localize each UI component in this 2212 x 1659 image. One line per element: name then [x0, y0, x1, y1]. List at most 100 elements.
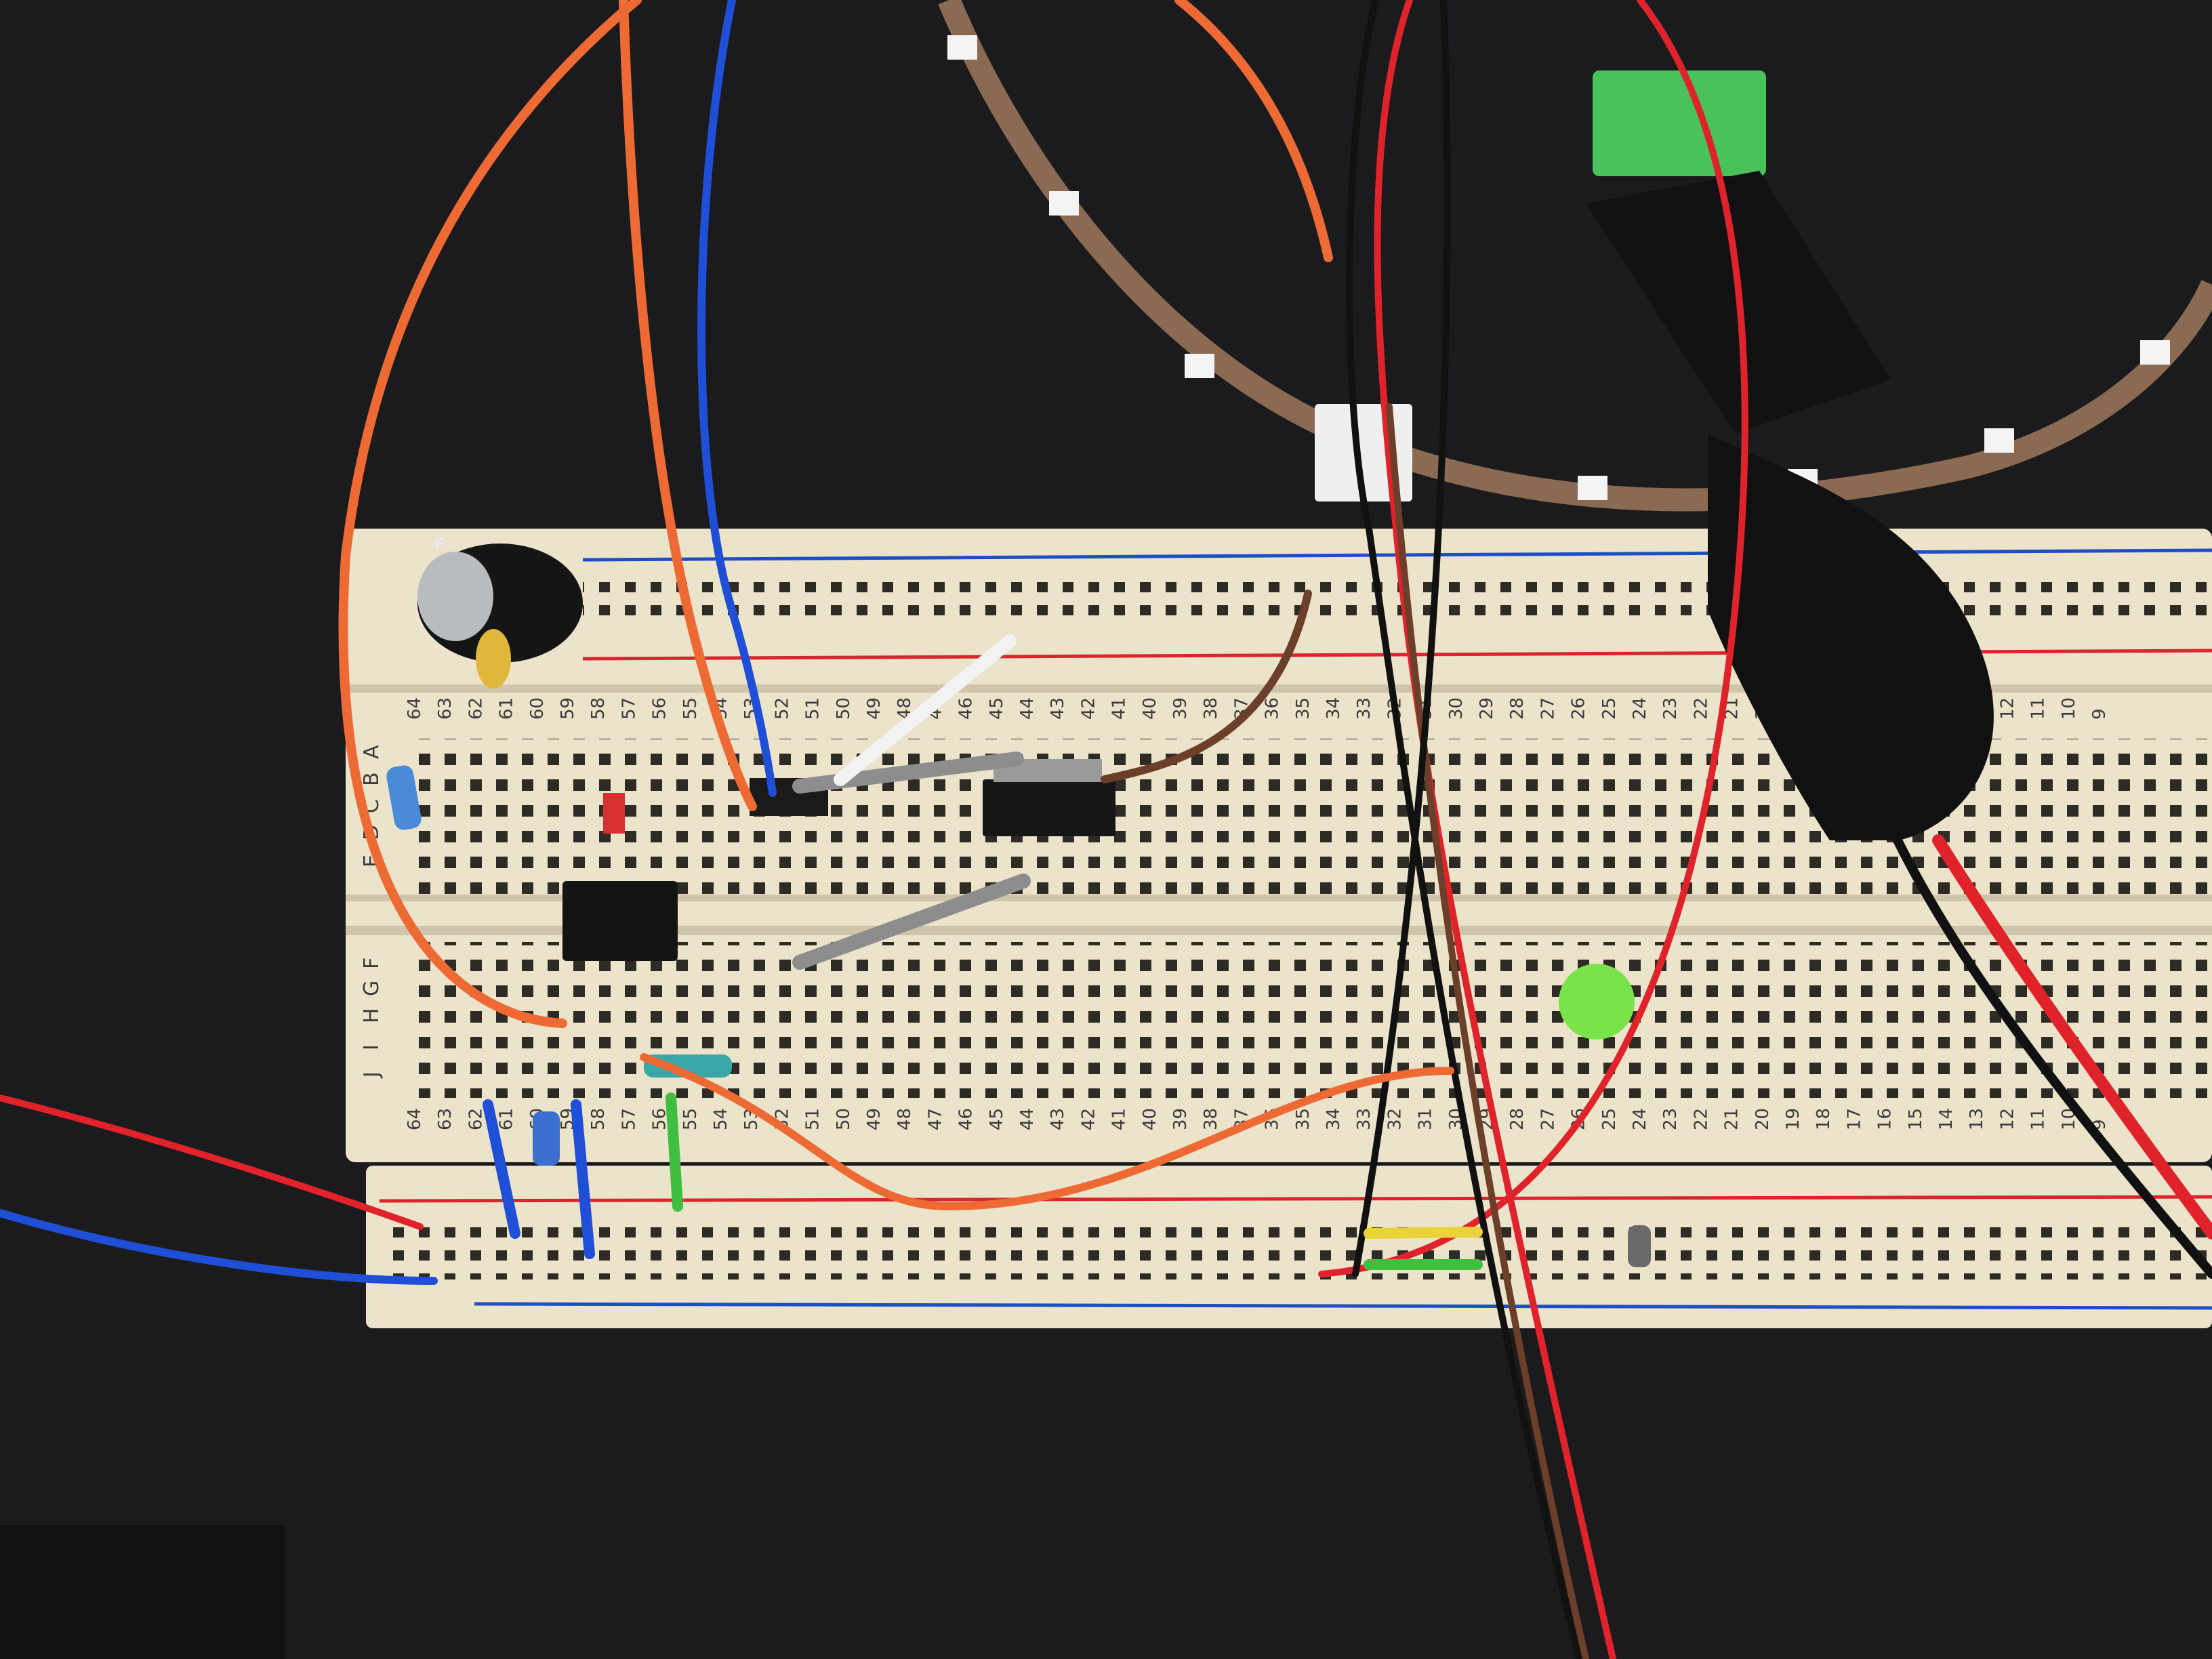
column-number-top: 38: [1201, 697, 1221, 720]
column-number-bottom: 64: [405, 1108, 425, 1130]
column-number-bottom: 42: [1078, 1108, 1099, 1130]
column-numbers-bottom: 6463626160595857565554535251504948474645…: [405, 1108, 2110, 1130]
column-number-bottom: 49: [864, 1108, 884, 1130]
column-number-bottom: 23: [1660, 1108, 1681, 1130]
row-letter-lower: F: [360, 958, 384, 969]
column-number-bottom: 44: [1017, 1108, 1038, 1130]
column-number-top: 45: [987, 697, 1007, 720]
column-number-bottom: 35: [1293, 1108, 1313, 1130]
wire-white-jumper: [834, 634, 1017, 786]
column-number-top: 61: [497, 697, 517, 720]
strip-led-2: [1049, 191, 1079, 216]
column-number-bottom: 24: [1630, 1108, 1650, 1130]
wire-gray-jumper-mid: [792, 874, 1031, 970]
column-number-top: 46: [956, 697, 977, 720]
rail-line-red-bottom: [379, 1195, 2212, 1203]
dip8-chip: [562, 881, 678, 961]
column-number-bottom: 34: [1324, 1108, 1344, 1130]
column-number-top: 27: [1538, 697, 1558, 720]
column-number-bottom: 43: [1048, 1108, 1068, 1130]
column-number-top: 36: [1263, 697, 1283, 720]
column-number-top: 10: [2059, 697, 2079, 720]
wire-black-drop: [1352, 0, 1451, 1277]
column-number-top: 29: [1477, 697, 1497, 720]
column-number-bottom: 20: [1753, 1108, 1773, 1130]
column-number-bottom: 54: [711, 1108, 731, 1130]
strip-led-3: [1185, 354, 1214, 378]
wire-yellow-jumper: [1364, 1227, 1483, 1239]
wire-black-jack: [1893, 836, 2212, 1279]
column-number-bottom: 63: [435, 1108, 455, 1130]
column-number-top: 44: [1017, 697, 1038, 720]
column-number-top: 33: [1354, 697, 1374, 720]
strip-led-1: [947, 35, 977, 60]
column-number-bottom: 19: [1783, 1108, 1803, 1130]
column-number-bottom: 13: [1967, 1108, 1987, 1130]
wire-orange-top-right: [1174, 0, 1333, 262]
column-number-top: 42: [1078, 697, 1099, 720]
column-number-bottom: 28: [1507, 1108, 1528, 1130]
column-number-bottom: 15: [1906, 1108, 1926, 1130]
column-number-bottom: 21: [1722, 1108, 1742, 1130]
wire-black-bundle: [1346, 0, 1582, 1659]
column-number-bottom: 25: [1599, 1108, 1620, 1130]
column-number-bottom: 50: [834, 1108, 854, 1130]
wire-blue-resistor-a: [483, 1099, 520, 1239]
column-number-top: 49: [864, 697, 884, 720]
column-number-top: 35: [1293, 697, 1313, 720]
red-jumper-stub: [603, 793, 625, 834]
wire-green-jumper: [665, 1092, 683, 1212]
column-number-top: 58: [588, 697, 609, 720]
strip-led-8: [2140, 340, 2170, 365]
power-rail-top: [583, 576, 2212, 623]
ceramic-capacitor: [476, 629, 511, 689]
column-number-bottom: 17: [1844, 1108, 1864, 1130]
column-number-top: 57: [619, 697, 639, 720]
resistor-bottom-right: [1628, 1225, 1651, 1267]
resistor-middle: [644, 1054, 732, 1078]
breadboard-bottom-rail: [366, 1166, 2212, 1328]
column-number-bottom: 12: [1997, 1108, 2018, 1130]
row-letter-lower: I: [360, 1044, 384, 1050]
column-number-bottom: 16: [1875, 1108, 1896, 1130]
column-number-bottom: 33: [1354, 1108, 1374, 1130]
column-number-bottom: 45: [987, 1108, 1007, 1130]
column-number-top: 30: [1446, 697, 1467, 720]
wire-brown-jumper: [1101, 590, 1312, 783]
column-number-top: 22: [1691, 697, 1711, 720]
table-shadow: [0, 1525, 285, 1659]
column-number-top: 43: [1048, 697, 1068, 720]
column-number-top: 34: [1324, 697, 1344, 720]
wire-red-jack: [1932, 834, 2212, 1240]
column-number-top: 28: [1507, 697, 1528, 720]
resistor-bottom-left: [533, 1111, 560, 1166]
column-number-bottom: 32: [1385, 1108, 1405, 1130]
column-number-bottom: 27: [1538, 1108, 1558, 1130]
to220-device: [983, 779, 1115, 836]
column-number-bottom: 22: [1691, 1108, 1711, 1130]
wire-blue-input: [0, 1209, 438, 1285]
wire-brown-bundle: [1386, 403, 1589, 1659]
column-number-top: 55: [680, 697, 701, 720]
column-number-top: 40: [1140, 697, 1160, 720]
wire-blue-arc: [697, 0, 777, 797]
column-number-bottom: 62: [466, 1108, 486, 1130]
column-number-bottom: 14: [1936, 1108, 1957, 1130]
column-number-top: 59: [558, 697, 578, 720]
wire-orange-arc-mid: [619, 0, 757, 811]
strip-led-7: [1984, 428, 2014, 453]
wire-red-long-right: [1318, 0, 1748, 1277]
column-number-top: 12: [1997, 697, 2018, 720]
column-number-bottom: 11: [2028, 1108, 2049, 1130]
column-number-top: 56: [650, 697, 670, 720]
column-number-top: 25: [1599, 697, 1620, 720]
column-number-bottom: 55: [680, 1108, 701, 1130]
wire-orange-bottom: [640, 1053, 1454, 1211]
column-number-bottom: 57: [619, 1108, 639, 1130]
column-number-top: 60: [527, 697, 548, 720]
column-number-top: 52: [772, 697, 792, 720]
strip-led-5: [1578, 476, 1607, 500]
